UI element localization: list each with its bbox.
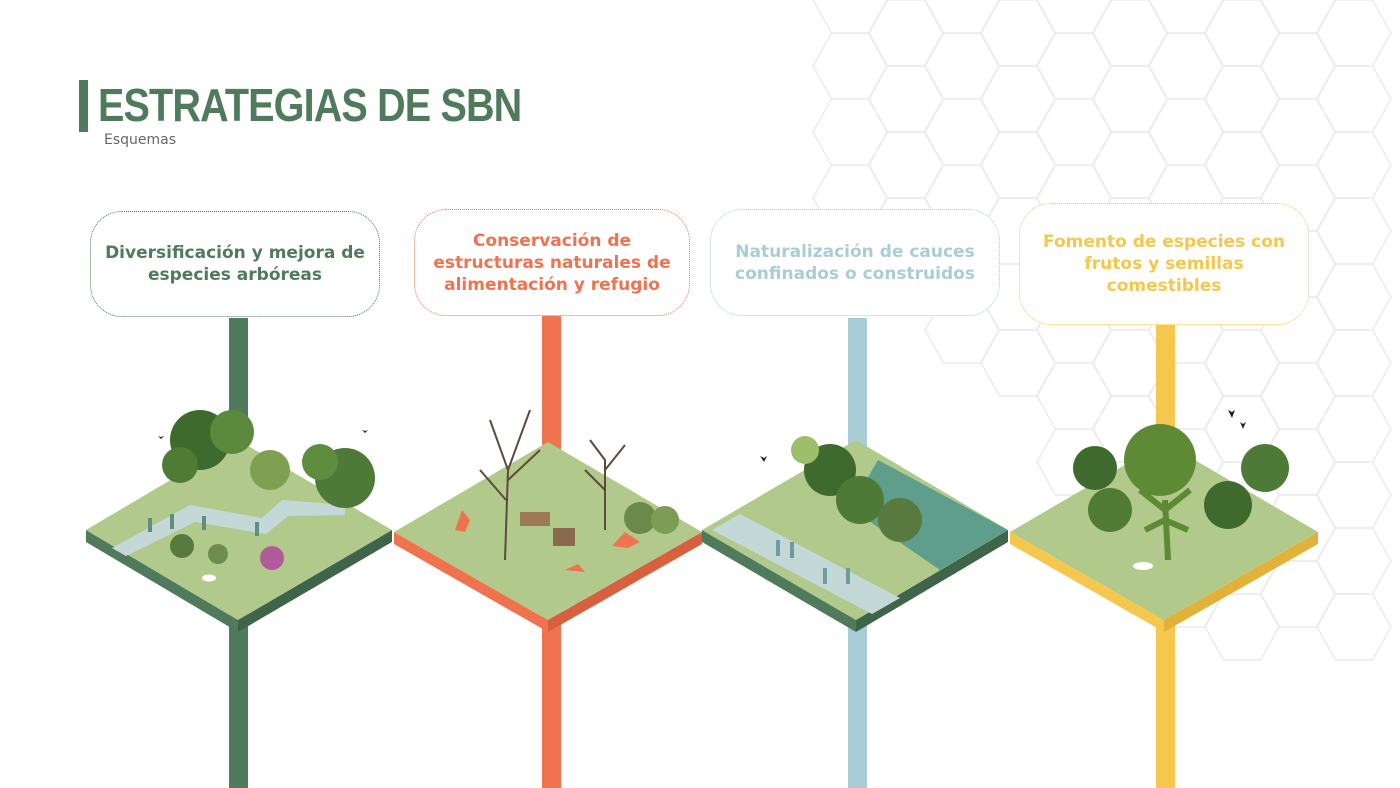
bird-icons [158, 410, 1246, 462]
scene-river-naturalization [702, 436, 1008, 632]
page-subtitle: Esquemas [104, 132, 177, 148]
scene-natural-structures [394, 409, 702, 632]
strategy-label-river-naturalization: Naturalización de cauces confinados o co… [710, 209, 1000, 316]
strategy-label-edible-species: Fomento de especies con frutos y semilla… [1019, 203, 1309, 325]
scene-tree-diversification [86, 410, 392, 632]
strategy-label-natural-structures: Conservación de estructuras naturales de… [414, 209, 690, 316]
strategy-label-tree-diversification: Diversificación y mejora de especies arb… [90, 211, 380, 317]
title-accent-bar [79, 80, 88, 132]
scene-edible-species [1010, 424, 1318, 632]
page-title: ESTRATEGIAS DE SBN [98, 79, 522, 131]
